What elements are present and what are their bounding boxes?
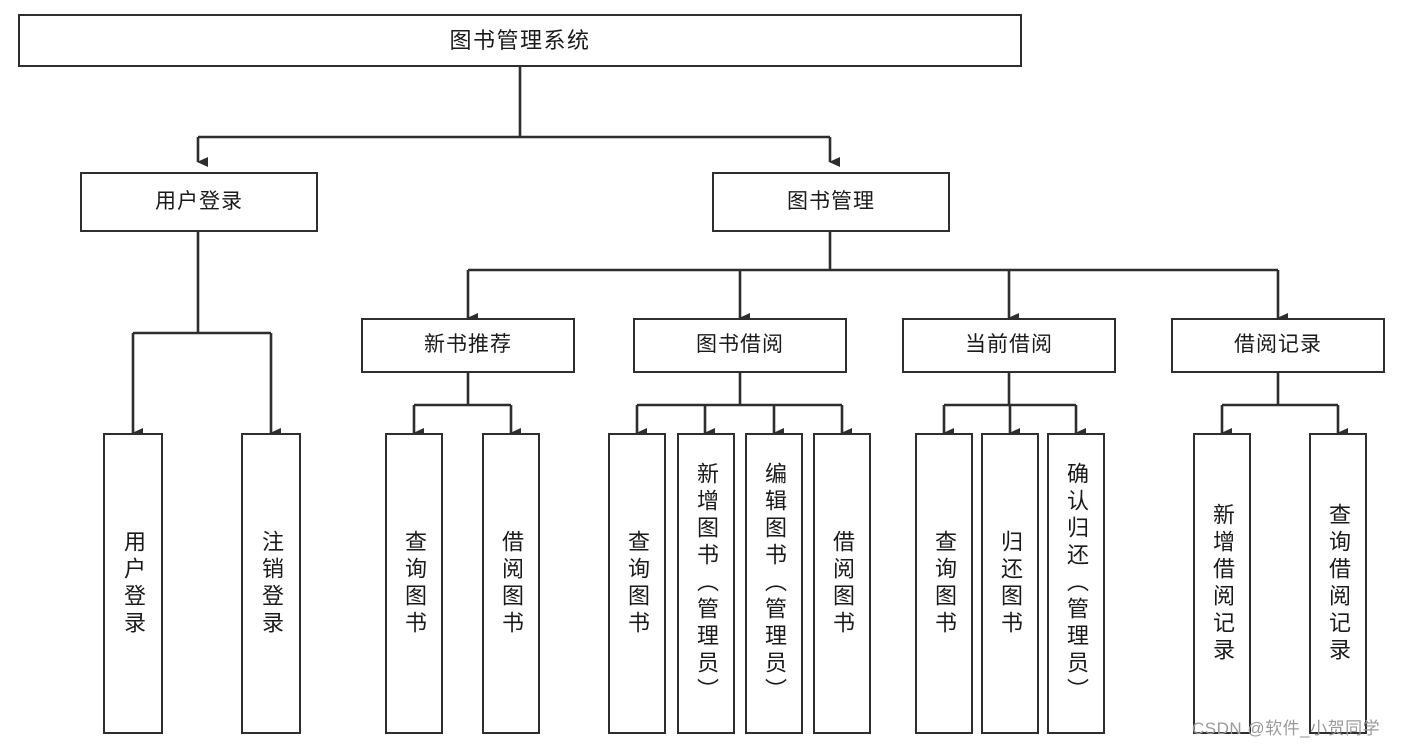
node-leaf-logout-login-label: 注销登录 bbox=[259, 529, 284, 638]
node-leaf-confirm-return[interactable]: 确认归还（管理员） bbox=[1047, 433, 1105, 734]
node-leaf-query-book-1[interactable]: 查询图书 bbox=[385, 433, 443, 734]
node-leaf-add-book-label: 新增图书（管理员） bbox=[694, 462, 719, 705]
node-leaf-query-book-2-label: 查询图书 bbox=[625, 529, 650, 638]
node-leaf-query-book-1-label: 查询图书 bbox=[402, 529, 427, 638]
node-leaf-borrow-book-2-label: 借阅图书 bbox=[830, 529, 855, 638]
node-leaf-add-book[interactable]: 新增图书（管理员） bbox=[677, 433, 735, 734]
node-root-label: 图书管理系统 bbox=[449, 27, 591, 53]
node-current-borrow[interactable]: 当前借阅 bbox=[902, 318, 1116, 373]
node-borrow-record-label: 借阅记录 bbox=[1234, 333, 1322, 357]
node-leaf-return-book-label: 归还图书 bbox=[998, 529, 1023, 638]
node-new-book-recommend-label: 新书推荐 bbox=[424, 333, 512, 357]
node-borrow-record[interactable]: 借阅记录 bbox=[1171, 318, 1385, 373]
node-leaf-query-book-2[interactable]: 查询图书 bbox=[608, 433, 666, 734]
node-user-login-label: 用户登录 bbox=[155, 189, 243, 213]
node-book-manage[interactable]: 图书管理 bbox=[712, 172, 950, 232]
node-root[interactable]: 图书管理系统 bbox=[18, 14, 1022, 67]
node-leaf-borrow-book-1[interactable]: 借阅图书 bbox=[482, 433, 540, 734]
node-user-login[interactable]: 用户登录 bbox=[80, 172, 318, 232]
watermark-text: CSDN @软件_小贺同学 bbox=[1192, 719, 1381, 738]
node-leaf-confirm-return-label: 确认归还（管理员） bbox=[1064, 462, 1089, 705]
node-leaf-logout-login[interactable]: 注销登录 bbox=[241, 433, 301, 734]
node-book-manage-label: 图书管理 bbox=[787, 189, 875, 213]
node-leaf-add-record-label: 新增借阅记录 bbox=[1210, 502, 1235, 665]
node-leaf-borrow-book-1-label: 借阅图书 bbox=[499, 529, 524, 638]
node-leaf-query-book-3[interactable]: 查询图书 bbox=[915, 433, 973, 734]
node-leaf-query-book-3-label: 查询图书 bbox=[932, 529, 957, 638]
node-leaf-user-login-label: 用户登录 bbox=[121, 529, 146, 638]
node-leaf-edit-book[interactable]: 编辑图书（管理员） bbox=[745, 433, 803, 734]
node-new-book-recommend[interactable]: 新书推荐 bbox=[361, 318, 575, 373]
node-leaf-query-record-label: 查询借阅记录 bbox=[1326, 502, 1351, 665]
node-leaf-edit-book-label: 编辑图书（管理员） bbox=[762, 462, 787, 705]
node-leaf-add-record[interactable]: 新增借阅记录 bbox=[1193, 433, 1251, 734]
node-leaf-borrow-book-2[interactable]: 借阅图书 bbox=[813, 433, 871, 734]
node-leaf-return-book[interactable]: 归还图书 bbox=[981, 433, 1039, 734]
node-leaf-user-login[interactable]: 用户登录 bbox=[103, 433, 163, 734]
node-book-borrow[interactable]: 图书借阅 bbox=[633, 318, 847, 373]
node-book-borrow-label: 图书借阅 bbox=[696, 333, 784, 357]
node-leaf-query-record[interactable]: 查询借阅记录 bbox=[1309, 433, 1367, 734]
node-current-borrow-label: 当前借阅 bbox=[965, 333, 1053, 357]
